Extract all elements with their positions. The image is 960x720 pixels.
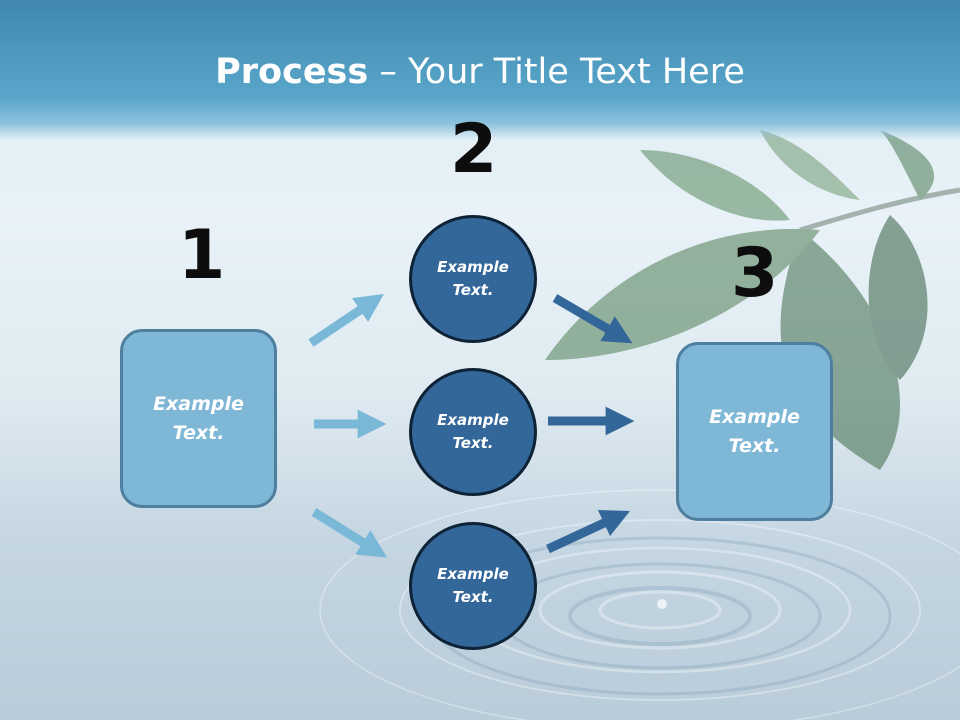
step-2-circle-middle: Example Text.: [409, 368, 537, 496]
title-rest: – Your Title Text Here: [368, 52, 745, 92]
arrow-1-to-top: [308, 293, 384, 347]
water-ripples: [319, 489, 960, 720]
step-1-text: Example Text.: [153, 393, 244, 444]
step-1-box: Example Text.: [120, 329, 277, 508]
step-2-circle-top-text: Example Text.: [437, 257, 509, 299]
step-number-2: 2: [450, 110, 498, 189]
arrow-bottom-to-3: [546, 509, 631, 554]
step-2-circle-middle-text: Example Text.: [437, 410, 509, 452]
title-bold: Process: [215, 52, 369, 92]
header-band: [0, 0, 960, 140]
step-3-box: Example Text.: [676, 342, 833, 521]
slide-title: Process – Your Title Text Here: [0, 52, 960, 92]
step-2-circle-top: Example Text.: [409, 215, 537, 343]
arrow-top-to-3: [552, 294, 633, 344]
step-2-circle-bottom-text: Example Text.: [437, 564, 509, 606]
step-number-3: 3: [731, 234, 779, 313]
water-droplet: [657, 599, 667, 609]
arrow-1-to-bottom: [311, 508, 388, 558]
step-3-text: Example Text.: [709, 406, 800, 457]
step-number-1: 1: [178, 216, 226, 295]
step-2-circle-bottom: Example Text.: [409, 522, 537, 650]
